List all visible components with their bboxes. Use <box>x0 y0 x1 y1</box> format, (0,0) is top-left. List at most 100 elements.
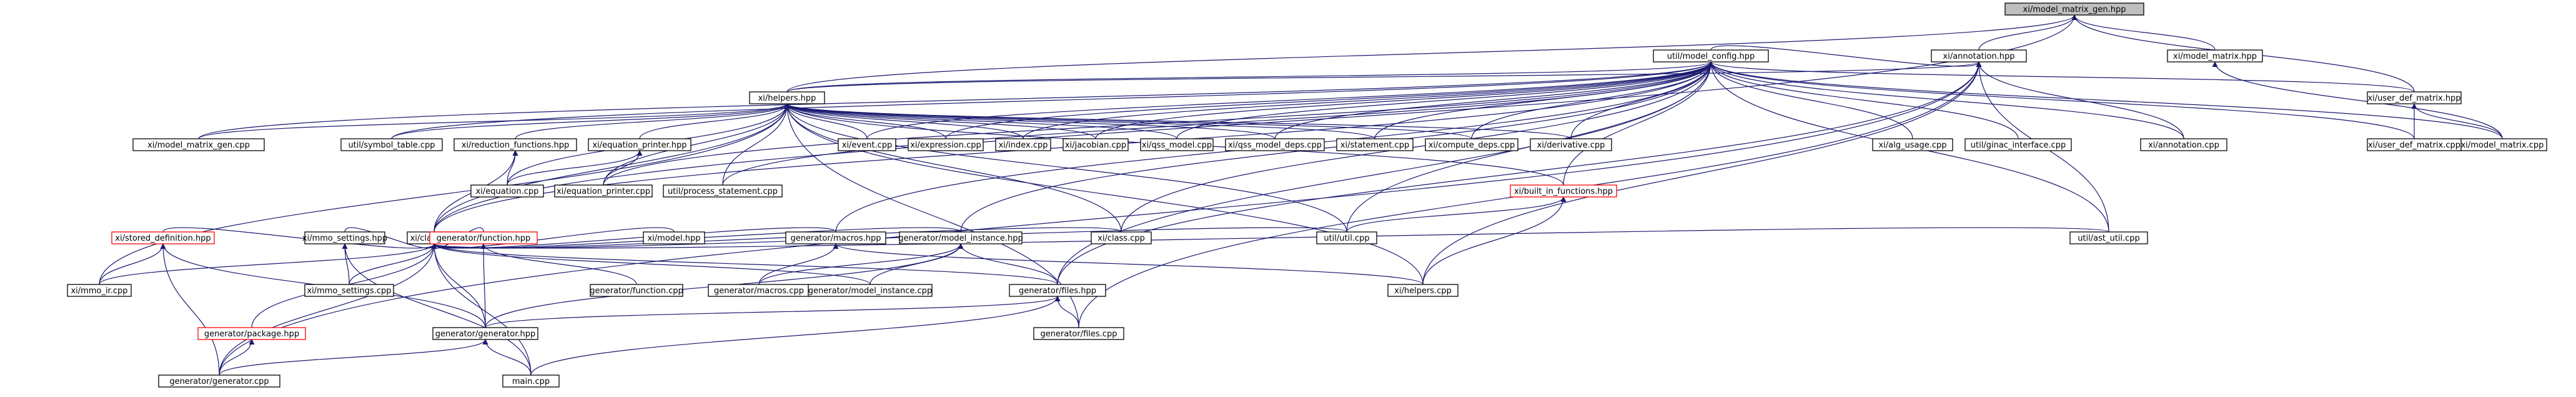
file-node-mm[interactable]: xi/model_matrix.hpp <box>2167 49 2263 63</box>
node-label: generator/function.cpp <box>590 286 683 296</box>
node-box <box>899 231 1023 244</box>
file-node-qss[interactable]: xi/qss_model.cpp <box>1140 138 1214 151</box>
file-node-eqpc[interactable]: xi/equation_printer.cpp <box>554 184 653 198</box>
node-box <box>2367 138 2462 151</box>
file-node-genfc[interactable]: generator/function.cpp <box>590 284 683 297</box>
file-node-genm[interactable]: generator/macros.hpp <box>785 231 886 244</box>
edge-genfi-genfic <box>1054 296 1079 328</box>
file-node-geng[interactable]: generator/generator.hpp <box>432 327 538 340</box>
file-node-mcfg[interactable]: util/model_config.hpp <box>1653 49 1769 63</box>
node-label: xi/model_matrix.cpp <box>2461 141 2544 150</box>
file-node-genmic[interactable]: generator/model_instance.cpp <box>808 284 933 297</box>
node-box <box>432 327 538 340</box>
file-node-genfic[interactable]: generator/files.cpp <box>1033 327 1124 340</box>
edge-genmi-genfi <box>958 243 1058 285</box>
edge-hlp-deriv <box>784 103 1572 139</box>
file-node-stm[interactable]: xi/statement.cpp <box>1336 138 1414 151</box>
file-node-gengc[interactable]: generator/generator.cpp <box>158 374 280 388</box>
edge-redf-eqc <box>507 150 518 186</box>
node-label: xi/model.hpp <box>647 234 700 243</box>
edge-hlp-stm <box>784 103 1375 139</box>
file-node-evt[interactable]: xi/event.cpp <box>838 138 896 151</box>
node-label: xi/class.cpp <box>1097 234 1145 243</box>
edge-hlp-eqp <box>639 103 790 139</box>
file-node-mmgc[interactable]: xi/model_matrix_gen.cpp <box>132 138 265 151</box>
edge-mmos-main <box>342 243 532 376</box>
node-box <box>1530 138 1612 151</box>
edge-mcfg-ginac <box>1708 61 2019 139</box>
file-node-mmosc[interactable]: xi/mmo_settings.cpp <box>304 284 394 297</box>
file-node-ginac[interactable]: util/ginac_interface.cpp <box>1964 138 2072 151</box>
edge-geng-main <box>482 339 532 376</box>
edge-hlp-utilc <box>784 103 1347 233</box>
edge-genmi-genmic <box>869 243 964 285</box>
file-node-qssd[interactable]: xi/qss_model_deps.cpp <box>1225 138 1325 151</box>
edge-ann-genfi <box>1057 61 1982 285</box>
file-node-bif[interactable]: xi/built_in_functions.hpp <box>1510 184 1617 198</box>
file-node-astu[interactable]: util/ast_util.cpp <box>2069 231 2148 244</box>
file-node-genmi[interactable]: generator/model_instance.hpp <box>898 231 1023 244</box>
node-label: xi/reduction_functions.hpp <box>462 141 570 150</box>
node-box <box>785 231 886 244</box>
node-label: xi/expression.cpp <box>910 141 981 150</box>
edge-hlp-clsc <box>784 103 1122 233</box>
node-box <box>588 138 691 151</box>
edge-mcfg-symt <box>391 61 1714 139</box>
file-node-hlp[interactable]: xi/helpers.hpp <box>749 91 825 104</box>
file-node-eqc[interactable]: xi/equation.cpp <box>470 184 544 198</box>
node-box <box>1964 138 2072 151</box>
file-node-algu[interactable]: xi/alg_usage.cpp <box>1872 138 1953 151</box>
file-node-symt[interactable]: util/symbol_table.cpp <box>340 138 443 151</box>
node-box <box>1336 138 1414 151</box>
edge-mcfg-mmgc <box>198 61 1714 139</box>
edge-bif-utilc <box>1346 196 1567 233</box>
file-node-mmoir[interactable]: xi/mmo_ir.cpp <box>67 284 132 297</box>
file-node-deriv[interactable]: xi/derivative.cpp <box>1530 138 1612 151</box>
node-label: xi/equation_printer.hpp <box>592 141 686 150</box>
file-node-redf[interactable]: xi/reduction_functions.hpp <box>453 138 577 151</box>
file-node-utilc[interactable]: util/util.cpp <box>1316 231 1377 244</box>
file-node-hlpc[interactable]: xi/helpers.cpp <box>1387 284 1459 297</box>
file-node-expr[interactable]: xi/expression.cpp <box>908 138 984 151</box>
edge-genmi-genmc <box>758 243 964 285</box>
file-node-udmc[interactable]: xi/user_def_matrix.cpp <box>2367 138 2462 151</box>
node-box <box>197 327 306 340</box>
file-node-genmc[interactable]: generator/macros.cpp <box>708 284 810 297</box>
file-node-mmg[interactable]: xi/model_matrix_gen.hpp <box>2004 3 2144 16</box>
file-node-ann[interactable]: xi/annotation.hpp <box>1931 49 2027 63</box>
file-node-annc[interactable]: xi/annotation.cpp <box>2140 138 2227 151</box>
file-node-jac[interactable]: xi/jacobian.cpp <box>1063 138 1129 151</box>
file-node-mmc[interactable]: xi/model_matrix.cpp <box>2457 138 2547 151</box>
file-node-genfi[interactable]: generator/files.hpp <box>1009 284 1106 297</box>
file-node-sdef[interactable]: xi/stored_definition.hpp <box>111 231 215 244</box>
edge-cls-genmic <box>431 243 871 285</box>
file-node-udm[interactable]: xi/user_def_matrix.hpp <box>2367 91 2462 104</box>
edge-hlp-jac <box>784 103 1096 139</box>
file-node-cdeps[interactable]: xi/compute_deps.cpp <box>1425 138 1518 151</box>
file-node-procs[interactable]: util/process_statement.cpp <box>663 184 783 198</box>
node-box <box>590 284 683 297</box>
edge-mm-mmc <box>2212 61 2503 139</box>
file-node-genpkg[interactable]: generator/package.hpp <box>197 327 306 340</box>
edge-hlp-mmgc <box>198 103 790 139</box>
file-node-modh[interactable]: xi/model.hpp <box>643 231 705 244</box>
node-box <box>304 284 394 297</box>
edge-mcfg-udm <box>1708 61 2415 93</box>
file-node-main[interactable]: main.cpp <box>502 374 560 388</box>
file-node-eqp[interactable]: xi/equation_printer.hpp <box>588 138 691 151</box>
file-node-mmos[interactable]: xi/mmo_settings.hpp <box>302 231 387 244</box>
file-node-clsc[interactable]: xi/class.cpp <box>1091 231 1152 244</box>
node-box <box>908 138 984 151</box>
node-box <box>502 374 560 388</box>
edge-cls-mmosc <box>349 243 437 285</box>
node-box <box>453 138 577 151</box>
file-node-genf[interactable]: generator/function.hpp <box>429 231 538 244</box>
node-label: xi/model_matrix_gen.cpp <box>147 141 250 150</box>
node-label: generator/macros.cpp <box>714 286 804 296</box>
edge-mcfg-idx <box>1023 61 1714 139</box>
edge-genfi-geng <box>485 296 1061 328</box>
edge-genf-genfc <box>480 243 637 285</box>
node-box <box>304 231 385 244</box>
edge-mcfg-jac <box>1095 61 1714 139</box>
file-node-idx[interactable]: xi/index.cpp <box>995 138 1051 151</box>
